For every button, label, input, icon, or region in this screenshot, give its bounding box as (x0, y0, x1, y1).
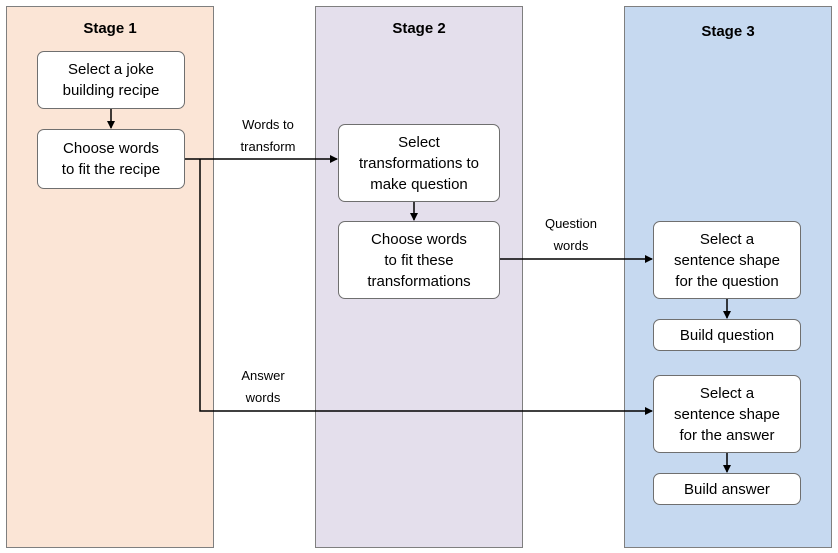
box-select-transformations: Select transformations to make question (338, 124, 500, 202)
box-build-question: Build question (653, 319, 801, 351)
stage-3-title: Stage 3 (701, 23, 755, 40)
box-build-answer: Build answer (653, 473, 801, 505)
box-choose-words-transformations: Choose words to fit these transformation… (338, 221, 500, 299)
arrow-answer-words (199, 159, 653, 415)
box-sentence-shape-question: Select a sentence shape for the question (653, 221, 801, 299)
label-words-to-transform: Words to transform (240, 117, 296, 154)
stage-2-title: Stage 2 (392, 20, 446, 37)
box-sentence-shape-answer: Select a sentence shape for the answer (653, 375, 801, 453)
label-answer-words: Answer words (241, 368, 285, 405)
box-select-joke-recipe: Select a joke building recipe (37, 51, 185, 109)
stage-1-title: Stage 1 (83, 20, 137, 37)
box-choose-words-recipe: Choose words to fit the recipe (37, 129, 185, 189)
label-question-words: Question words (544, 216, 598, 253)
